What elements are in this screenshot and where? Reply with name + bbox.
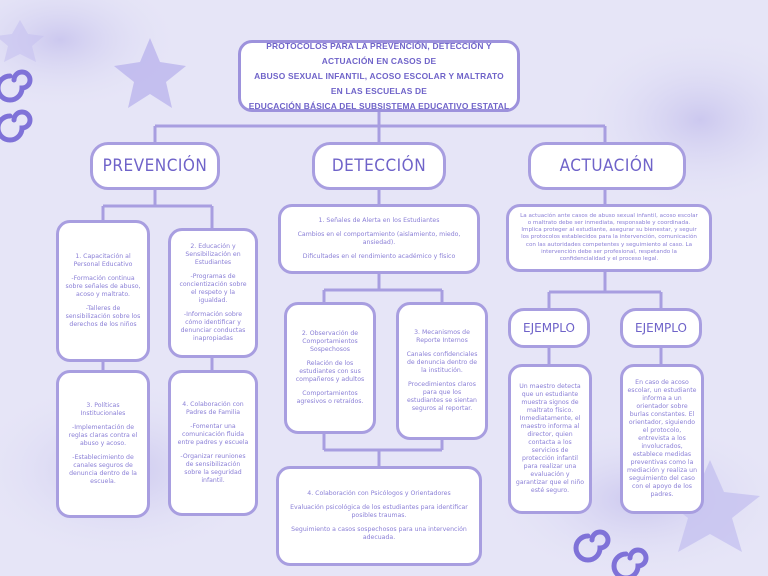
box-point: Relación de los estudiantes con sus comp…: [295, 360, 365, 383]
box-point: -Información sobre cómo identificar y de…: [180, 311, 246, 342]
ejemplo-1-label: EJEMPLO: [523, 321, 575, 335]
ejemplo-1-header: EJEMPLO: [508, 308, 590, 348]
box-title: 2. Observación de Comportamientos Sospec…: [301, 330, 359, 353]
prevencion-header: PREVENCIÓN: [90, 142, 220, 190]
spiral-decoration-icon: [0, 109, 33, 143]
deteccion-observacion-box: 2. Observación de Comportamientos Sospec…: [284, 302, 376, 434]
ejemplo-1-box: Un maestro detecta que un estudiante mue…: [508, 364, 592, 514]
box-point: Evaluación psicológica de los estudiante…: [290, 504, 468, 519]
box-point: -Formación continua sobre señales de abu…: [65, 275, 141, 298]
ejemplo-2-text: En caso de acoso escolar, un estudiante …: [627, 379, 697, 498]
actuacion-description-box: La actuación ante casos de abuso sexual …: [506, 204, 712, 272]
box-point: Procedimientos claros para que los estud…: [407, 381, 477, 412]
title-line-2: ABUSO SEXUAL INFANTIL, ACOSO ESCOLAR Y M…: [254, 70, 504, 96]
box-point: -Programas de concientización sobre el r…: [179, 273, 247, 304]
box-title: 4. Colaboración con Psicólogos y Orienta…: [307, 490, 451, 497]
actuacion-header-label: ACTUACIÓN: [559, 156, 655, 176]
box-point: Cambios en el comportamiento (aislamient…: [297, 231, 461, 246]
box-point: Dificultades en el rendimiento académico…: [302, 253, 456, 260]
deteccion-mecanismos-box: 3. Mecanismos de Reporte Internos Canale…: [396, 302, 488, 440]
deteccion-header-label: DETECCIÓN: [331, 156, 427, 176]
title-line-3: EDUCACIÓN BÁSICA DEL SUBSISTEMA EDUCATIV…: [248, 100, 510, 111]
main-title-box: PROTOCOLOS PARA LA PREVENCIÓN, DETECCIÓN…: [238, 40, 520, 112]
actuacion-description: La actuación ante casos de abuso sexual …: [520, 212, 698, 262]
prevencion-sensibilizacion-box: 2. Educación y Sensibilización en Estudi…: [168, 228, 258, 358]
box-point: -Establecimiento de canales seguros de d…: [69, 454, 137, 485]
box-point: Canales confidenciales de denuncia dentr…: [406, 351, 478, 374]
prevencion-header-label: PREVENCIÓN: [102, 156, 208, 176]
deteccion-senales-box: 1. Señales de Alerta en los Estudiantes …: [278, 204, 480, 274]
prevencion-politicas-box: 3. Políticas Institucionales -Implementa…: [56, 370, 150, 518]
ejemplo-1-text: Un maestro detecta que un estudiante mue…: [515, 383, 585, 494]
box-point: -Implementación de reglas claras contra …: [68, 424, 138, 447]
spiral-decoration-icon: [573, 529, 611, 563]
deteccion-header: DETECCIÓN: [312, 142, 446, 190]
prevencion-padres-box: 4. Colaboración con Padres de Familia -F…: [168, 370, 258, 516]
ejemplo-2-box: En caso de acoso escolar, un estudiante …: [620, 364, 704, 514]
prevencion-capacitacion-box: 1. Capacitación al Personal Educativo -F…: [56, 220, 150, 362]
box-title: 3. Políticas Institucionales: [80, 402, 126, 417]
deteccion-colaboracion-box: 4. Colaboración con Psicólogos y Orienta…: [276, 466, 482, 566]
star-decoration-icon: [0, 20, 44, 62]
box-point: -Organizar reuniones de sensibilización …: [180, 453, 246, 484]
box-point: -Talleres de sensibilización sobre los d…: [65, 305, 141, 328]
title-line-1: PROTOCOLOS PARA LA PREVENCIÓN, DETECCIÓN…: [266, 40, 492, 66]
actuacion-header: ACTUACIÓN: [528, 142, 686, 190]
box-title: 2. Educación y Sensibilización en Estudi…: [185, 243, 241, 266]
ejemplo-2-label: EJEMPLO: [635, 321, 687, 335]
box-point: Seguimiento a casos sospechosos para una…: [291, 526, 467, 541]
spiral-decoration-icon: [611, 547, 649, 576]
box-title: 1. Señales de Alerta en los Estudiantes: [318, 217, 440, 224]
star-decoration-icon: [114, 38, 186, 108]
ejemplo-2-header: EJEMPLO: [620, 308, 702, 348]
box-title: 4. Colaboración con Padres de Familia: [182, 401, 244, 416]
box-title: 1. Capacitación al Personal Educativo: [73, 253, 133, 268]
box-point: -Fomentar una comunicación fluida entre …: [177, 423, 249, 446]
box-title: 3. Mecanismos de Reporte Internos: [414, 329, 470, 344]
box-point: Comportamientos agresivos o retraídos.: [296, 390, 364, 405]
spiral-decoration-icon: [0, 69, 33, 103]
star-decoration-icon: [660, 460, 760, 552]
